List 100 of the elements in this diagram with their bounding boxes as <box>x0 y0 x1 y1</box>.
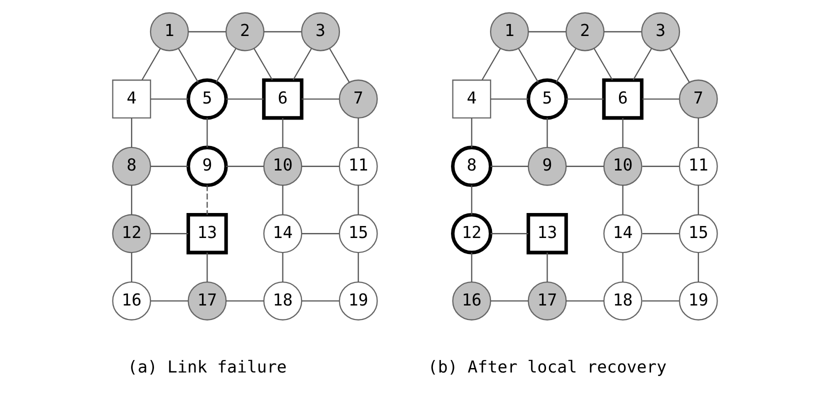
node-circle: 17 <box>188 281 227 320</box>
connector <box>131 252 132 282</box>
connector <box>302 166 340 167</box>
connector <box>206 185 208 215</box>
connector <box>698 252 699 282</box>
connector <box>302 98 340 100</box>
connector <box>632 48 652 80</box>
connector <box>642 166 680 167</box>
connector <box>292 48 312 80</box>
connector <box>622 185 624 215</box>
connector <box>490 300 528 302</box>
connector <box>150 300 188 302</box>
label: (a) Link failure <box>128 358 287 377</box>
connector <box>471 252 472 282</box>
connector <box>150 166 188 167</box>
node-circle: 19 <box>338 281 378 320</box>
connector <box>471 118 472 148</box>
node-circle: 3 <box>301 12 340 52</box>
node-circle: 15 <box>678 214 718 254</box>
connector <box>206 118 208 148</box>
connector <box>698 118 699 148</box>
connector <box>546 118 548 148</box>
connector <box>188 31 226 32</box>
connector <box>302 233 340 234</box>
connector <box>226 166 264 167</box>
node-circle: 15 <box>338 214 378 254</box>
connector <box>358 252 359 282</box>
node-circle: 7 <box>338 80 378 119</box>
connector <box>282 118 284 148</box>
connector <box>329 48 350 83</box>
connector <box>282 185 284 215</box>
node-circle: 8 <box>451 146 492 188</box>
connector <box>490 98 528 100</box>
connector <box>566 300 604 302</box>
node-circle: 5 <box>186 78 228 120</box>
connector <box>142 48 161 80</box>
node-circle: 10 <box>603 146 642 186</box>
connector <box>518 48 539 83</box>
connector <box>226 300 264 302</box>
connector <box>216 48 236 83</box>
node-circle: 5 <box>526 78 568 120</box>
connector <box>490 166 528 167</box>
node-circle: 16 <box>112 281 152 320</box>
node-circle: 14 <box>263 214 302 254</box>
connector <box>698 185 699 215</box>
connector <box>594 48 613 80</box>
node-box: 13 <box>186 212 228 254</box>
connector <box>254 48 273 80</box>
connector <box>669 48 690 83</box>
node-box: 6 <box>262 78 304 120</box>
node-box: 6 <box>602 78 644 120</box>
connector <box>471 185 472 215</box>
node-circle: 18 <box>263 281 302 320</box>
node-box: 13 <box>526 212 568 254</box>
connector <box>642 233 680 234</box>
node-circle: 11 <box>678 146 718 186</box>
node-circle: 9 <box>528 146 567 186</box>
connector <box>150 233 188 234</box>
node-circle: 2 <box>566 12 605 52</box>
connector <box>358 185 359 215</box>
node-circle: 12 <box>451 212 492 254</box>
node-circle: 11 <box>338 146 378 186</box>
connector <box>490 233 528 234</box>
node-circle: 12 <box>112 214 152 254</box>
node-circle: 1 <box>150 12 189 52</box>
connector <box>150 98 188 100</box>
connector <box>131 185 132 215</box>
label: (b) After local recovery <box>428 358 667 377</box>
connector <box>622 252 624 282</box>
node-circle: 14 <box>603 214 642 254</box>
connector <box>604 31 642 32</box>
connector <box>642 98 680 100</box>
connector <box>206 252 208 282</box>
node-circle: 7 <box>678 80 718 119</box>
connector <box>622 118 624 148</box>
connector <box>556 48 576 83</box>
connector <box>264 31 302 32</box>
node-circle: 2 <box>225 12 264 52</box>
connector <box>282 252 284 282</box>
connector <box>482 48 501 80</box>
node-circle: 18 <box>603 281 642 320</box>
node-circle: 16 <box>452 281 492 320</box>
connector <box>131 118 132 148</box>
connector <box>178 48 199 83</box>
node-circle: 10 <box>263 146 302 186</box>
node-circle: 1 <box>490 12 529 52</box>
node-circle: 3 <box>641 12 680 52</box>
node-circle: 19 <box>678 281 718 320</box>
node-box: 4 <box>452 80 492 119</box>
node-circle: 17 <box>528 281 567 320</box>
connector <box>358 118 359 148</box>
connector <box>302 300 340 302</box>
connector <box>642 300 680 302</box>
node-circle: 8 <box>112 146 152 186</box>
connector <box>566 98 604 100</box>
connector <box>546 252 548 282</box>
connector <box>566 166 604 167</box>
connector <box>226 98 264 100</box>
node-circle: 9 <box>186 146 228 188</box>
node-box: 4 <box>112 80 152 119</box>
